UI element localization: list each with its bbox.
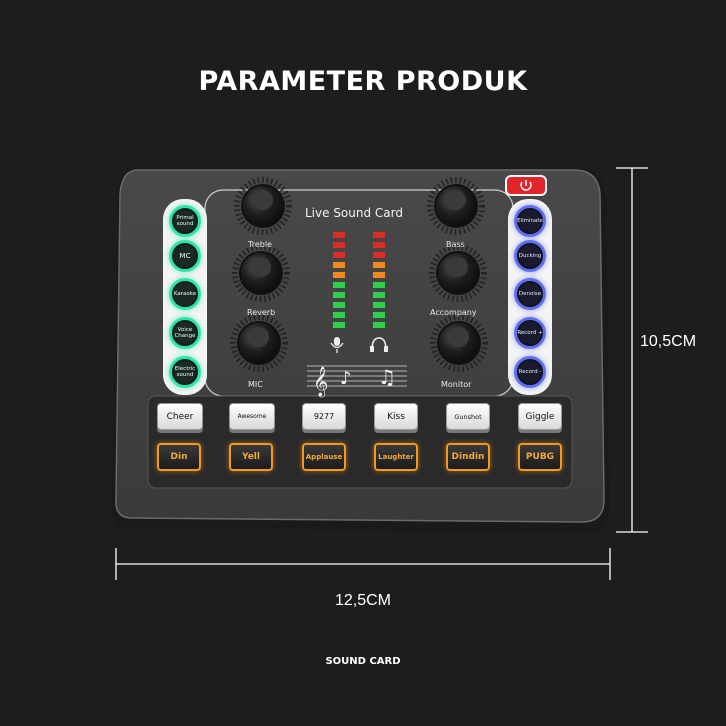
- denoise-button[interactable]: Denoise: [514, 278, 546, 310]
- din-key[interactable]: Din: [157, 443, 201, 471]
- record-minus-button[interactable]: Record -: [514, 356, 546, 388]
- kiss-key[interactable]: Kiss: [374, 403, 418, 430]
- applause-key[interactable]: Applause: [302, 443, 346, 471]
- led-segment: [333, 262, 345, 268]
- led-segment: [333, 232, 345, 238]
- reverb-knob[interactable]: [232, 244, 290, 302]
- accompany-label: Accompany: [430, 308, 477, 317]
- ducking-button[interactable]: Ducking: [514, 240, 546, 272]
- page-title: PARAMETER PRODUK: [198, 66, 528, 97]
- led-segment: [373, 292, 385, 298]
- led-segment: [373, 282, 385, 288]
- width-dimension-label: 12,5CM: [334, 592, 392, 609]
- led-segment: [333, 252, 345, 258]
- led-segment: [373, 242, 385, 248]
- voice-change-button[interactable]: Voice Change: [169, 317, 201, 349]
- music-staff-decoration: [307, 365, 407, 387]
- led-segment: [373, 272, 385, 278]
- led-segment: [333, 282, 345, 288]
- led-segment: [333, 292, 345, 298]
- mic-knob[interactable]: [230, 314, 288, 372]
- product-caption: SOUND CARD: [325, 656, 401, 667]
- led-segment: [333, 312, 345, 318]
- monitor-label: Monitor: [441, 380, 472, 389]
- treble-label: Treble: [248, 240, 272, 249]
- reverb-label: Reverb: [247, 308, 276, 317]
- accompany-knob[interactable]: [429, 244, 487, 302]
- treble-clef-icon: 𝄞: [313, 366, 328, 398]
- music-notes-icon: ♫: [378, 365, 396, 389]
- led-segment: [373, 322, 385, 328]
- headphones-icon: [370, 337, 388, 352]
- led-segment: [373, 232, 385, 238]
- dindin-key[interactable]: Dindin: [446, 443, 490, 471]
- monitor-knob[interactable]: [430, 314, 488, 372]
- level-meter-right: [373, 232, 385, 328]
- yell-key[interactable]: Yell: [229, 443, 273, 471]
- led-segment: [333, 272, 345, 278]
- level-meter-left: [333, 232, 345, 328]
- music-note-icon: ♪: [340, 368, 352, 389]
- mc-button[interactable]: MC: [169, 240, 201, 272]
- brand-label: Live Sound Card: [305, 206, 403, 220]
- height-dimension-label: 10,5CM: [640, 333, 697, 350]
- cheer-key[interactable]: Cheer: [157, 403, 203, 430]
- led-segment: [333, 302, 345, 308]
- primal-sound-button[interactable]: Primal sound: [169, 205, 201, 237]
- treble-knob[interactable]: [234, 177, 292, 235]
- bass-knob[interactable]: [427, 177, 485, 235]
- led-segment: [333, 242, 345, 248]
- awesome-key[interactable]: Awesome: [229, 403, 275, 430]
- led-segment: [373, 262, 385, 268]
- electric-sound-button[interactable]: Electric sound: [169, 356, 201, 388]
- gunshot-key[interactable]: Gunshot: [446, 403, 490, 430]
- dimension-width-line: [115, 548, 611, 580]
- microphone-icon: [330, 337, 344, 353]
- laughter-key[interactable]: Laughter: [374, 443, 418, 471]
- record-plus-button[interactable]: Record +: [514, 317, 546, 349]
- karaoke-button[interactable]: Karaoke: [169, 278, 201, 310]
- led-segment: [373, 302, 385, 308]
- dimension-height-line: [616, 167, 648, 533]
- led-segment: [333, 322, 345, 328]
- giggle-key[interactable]: Giggle: [518, 403, 562, 430]
- led-segment: [373, 312, 385, 318]
- bass-label: Bass: [446, 240, 465, 249]
- pubg-key[interactable]: PUBG: [518, 443, 562, 471]
- power-button[interactable]: [505, 175, 547, 196]
- mic-label: MIC: [248, 380, 263, 389]
- eliminate-button[interactable]: Eliminate: [514, 205, 546, 237]
- 9277-key[interactable]: 9277: [302, 403, 346, 430]
- led-segment: [373, 252, 385, 258]
